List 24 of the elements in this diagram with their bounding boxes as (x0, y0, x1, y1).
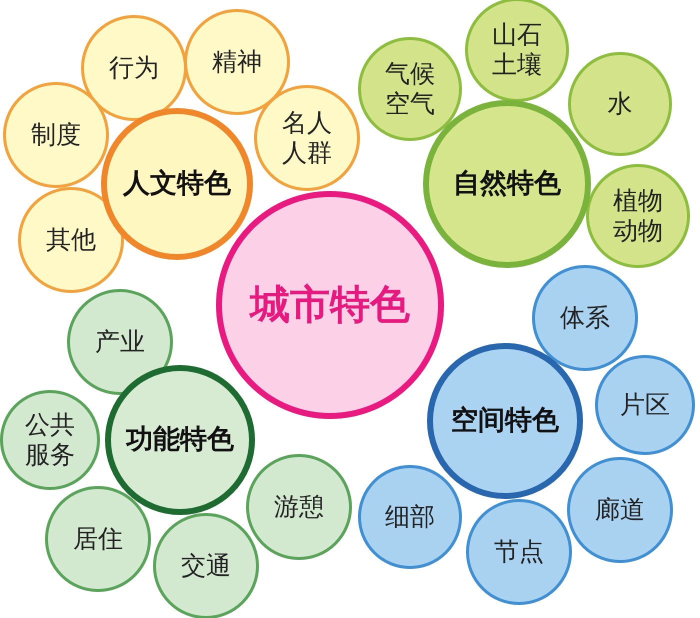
circle-label: 功能特色 (126, 422, 234, 457)
circle-label: 节点 (494, 537, 544, 567)
circle-label: 交通 (181, 551, 231, 581)
circle-label: 居住 (73, 524, 123, 554)
circle-label: 其他 (46, 225, 96, 255)
circle-label: 人文特色 (123, 166, 231, 201)
circle-label: 名人人群 (281, 108, 333, 168)
circle-label: 自然特色 (453, 166, 561, 201)
circle-label: 植物动物 (612, 186, 664, 246)
circle-label: 公共服务 (24, 410, 76, 470)
circle-label: 制度 (31, 120, 81, 150)
circle-label: 气候空气 (384, 59, 436, 119)
circle-label: 细部 (385, 502, 435, 532)
circle-label: 空间特色 (451, 404, 559, 438)
circle-label: 片区 (620, 390, 670, 420)
circle-label: 水 (608, 89, 632, 119)
circle-label: 廊道 (595, 495, 645, 525)
circle-label: 精神 (212, 47, 262, 77)
circle-label: 体系 (560, 303, 610, 333)
circle-label: 城市特色 (250, 281, 410, 330)
circle-label: 行为 (109, 53, 159, 83)
circle-label: 产业 (95, 327, 145, 357)
circle-label: 山石土壤 (491, 20, 543, 80)
circle-label: 游憩 (274, 492, 324, 522)
